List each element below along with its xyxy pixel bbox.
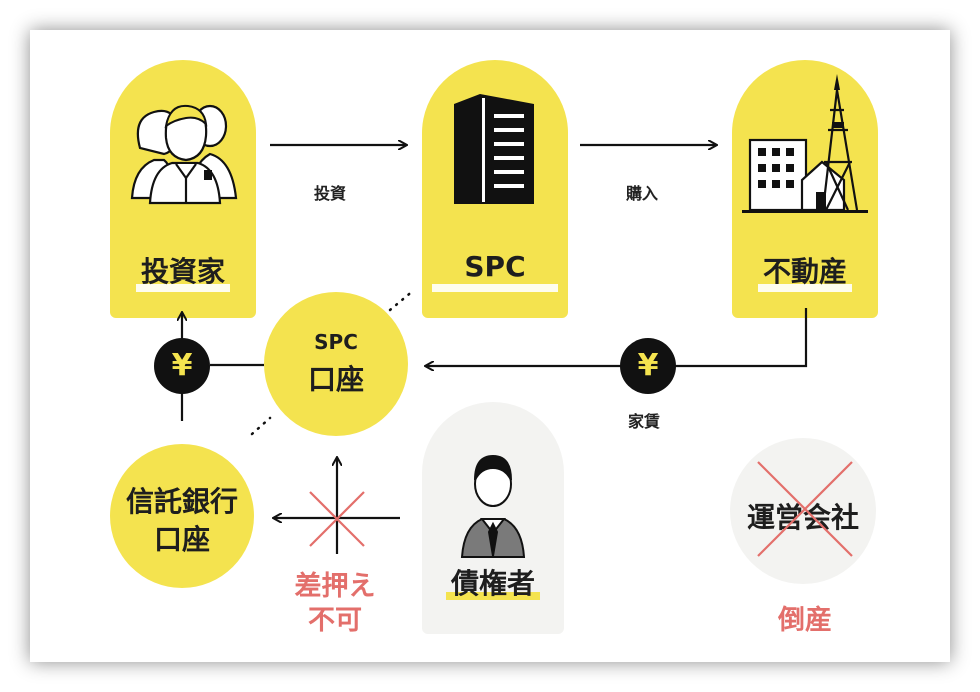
bankrupt-cross-mark <box>757 461 853 557</box>
investors-icon <box>130 104 238 205</box>
trust-bank-account-node: 信託銀行 口座 <box>110 444 254 588</box>
real-estate-node: 不動産 <box>732 60 878 318</box>
diagram-card: 投資家 SPC <box>30 30 950 662</box>
rent-arrow <box>426 308 808 366</box>
spc-label: SPC <box>464 250 526 283</box>
creditor-label: 債権者 <box>450 567 535 600</box>
blocked-cross-mark <box>309 491 365 547</box>
city-buildings-icon <box>742 74 868 213</box>
spc-node: SPC <box>422 60 568 318</box>
spc-underline <box>432 284 558 292</box>
creditor-node: 債権者 <box>422 402 564 634</box>
bankruptcy-label: 倒産 <box>778 605 832 636</box>
real-estate-label: 不動産 <box>762 255 847 288</box>
spc-dotted-link <box>388 288 416 312</box>
trust-dotted-link <box>250 416 272 436</box>
investor-node: 投資家 <box>110 60 256 318</box>
office-building-icon <box>454 94 534 204</box>
real-estate-underline <box>758 284 852 292</box>
spc-account-node: SPC 口座 <box>264 292 408 436</box>
yen-badge-right: ¥ <box>620 338 676 394</box>
no-seizure-label-line1: 差押え <box>294 571 376 602</box>
purchase-label: 購入 <box>626 184 659 203</box>
trust-account-label-line2: 口座 <box>153 523 210 556</box>
trust-account-label-line1: 信託銀行 <box>125 485 238 518</box>
investor-underline <box>136 284 230 292</box>
no-seizure-label-line2: 不可 <box>308 605 362 636</box>
investor-label: 投資家 <box>140 255 225 288</box>
businessman-icon <box>460 454 526 558</box>
yen-badge-left: ¥ <box>154 338 210 394</box>
spc-account-label-line1: SPC <box>314 330 358 354</box>
rent-label: 家賃 <box>628 412 661 431</box>
creditor-underline <box>446 592 540 600</box>
spc-account-label-line2: 口座 <box>307 363 364 396</box>
invest-label: 投資 <box>314 184 347 203</box>
